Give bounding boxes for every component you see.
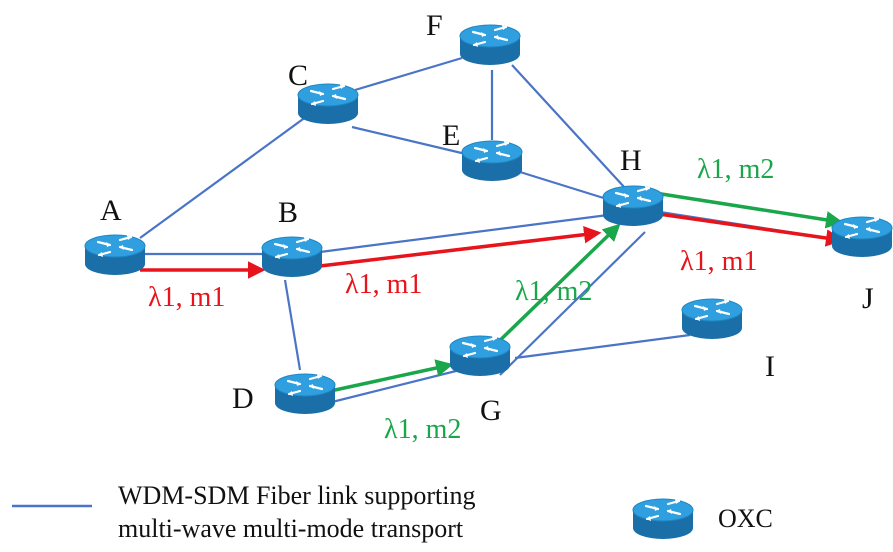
legend: WDM-SDM Fiber link supporting multi-wave…: [12, 481, 773, 543]
link-g-i: [514, 333, 691, 360]
node-label-f: F: [426, 9, 443, 42]
green-arrow-g-h: [488, 223, 621, 352]
legend-oxc-icon: [631, 497, 695, 541]
oxc-icon-j: [830, 215, 893, 259]
path-labels: λ1, m1 λ1, m1 λ1, m1 λ1, m2 λ1, m2 λ1, m…: [148, 154, 774, 445]
link-g-h: [499, 231, 646, 376]
red-arrow-b-h: [319, 225, 602, 268]
oxc-icon-e: [460, 139, 524, 183]
node-label-e: E: [442, 119, 460, 152]
node-label-a: A: [100, 194, 122, 227]
node-labels: A B C D E F G H I J: [100, 9, 874, 427]
node-label-h: H: [620, 144, 642, 177]
oxc-icon-a: [83, 233, 147, 277]
link-a-c: [139, 102, 326, 239]
oxc-icon-f: [458, 23, 522, 67]
link-c-f: [354, 56, 463, 92]
path-label-red-bh: λ1, m1: [345, 269, 422, 300]
legend-oxc-label: OXC: [718, 504, 773, 533]
node-label-b: B: [278, 196, 298, 229]
link-e-h: [519, 170, 611, 202]
path-label-red-hj: λ1, m1: [680, 246, 757, 277]
node-label-c: C: [288, 59, 308, 92]
node-label-j: J: [862, 282, 874, 315]
legend-link-line1: WDM-SDM Fiber link supporting: [118, 481, 476, 510]
path-label-green-gh: λ1, m2: [515, 276, 592, 307]
red-arrow-h-j: [644, 210, 844, 247]
oxc-icon-d: [273, 372, 337, 416]
oxc-icon-h: [601, 184, 665, 228]
green-arrow-h-j: [654, 191, 844, 229]
link-b-d: [283, 279, 302, 371]
oxc-icon-b: [260, 235, 324, 279]
path-label-green-hj: λ1, m2: [697, 154, 774, 185]
path-label-red-ab: λ1, m1: [148, 282, 225, 313]
node-label-i: I: [765, 350, 775, 383]
red-lightpath: [140, 210, 844, 279]
link-f-h: [511, 64, 626, 189]
path-label-green-dg: λ1, m2: [384, 414, 461, 445]
oxc-icon-i: [680, 297, 744, 341]
oxc-icon-g: [448, 334, 512, 378]
node-label-g: G: [480, 394, 502, 427]
link-b-h: [319, 213, 609, 254]
legend-link-line2: multi-wave multi-mode transport: [118, 514, 464, 543]
node-label-d: D: [232, 382, 254, 415]
link-c-e: [351, 125, 471, 157]
